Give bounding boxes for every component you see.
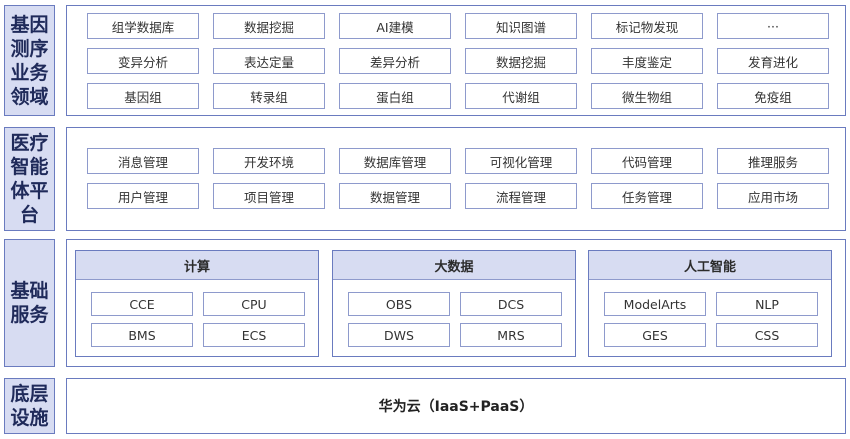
gene-item: 免疫组	[717, 83, 829, 109]
gene-item: 微生物组	[591, 83, 703, 109]
gene-item: 蛋白组	[339, 83, 451, 109]
gene-item: 表达定量	[213, 48, 325, 74]
medical-item-grid: 消息管理 开发环境 数据库管理 可视化管理 代码管理 推理服务 用户管理 项目管…	[87, 148, 829, 209]
gene-item: 发育进化	[717, 48, 829, 74]
medical-row-panel: 消息管理 开发环境 数据库管理 可视化管理 代码管理 推理服务 用户管理 项目管…	[66, 127, 846, 231]
gene-item: AI建模	[339, 13, 451, 39]
service-item: GES	[604, 323, 706, 347]
medical-item: 数据库管理	[339, 148, 451, 174]
infra-row-panel: 计算 CCE CPU BMS ECS 大数据 OBS DCS DWS MRS 人…	[66, 239, 846, 367]
base-row-label-text: 底层设施	[10, 383, 49, 429]
gene-item: 代谢组	[465, 83, 577, 109]
medical-row-label-text: 医疗智能体平台	[10, 132, 49, 226]
gene-item-grid: 组学数据库 数据挖掘 AI建模 知识图谱 标记物发现 ··· 变异分析 表达定量…	[87, 13, 829, 109]
service-item: MRS	[460, 323, 562, 347]
gene-item: 知识图谱	[465, 13, 577, 39]
service-item: DWS	[348, 323, 450, 347]
infra-row-label-text: 基础服务	[10, 280, 49, 326]
medical-item: 数据管理	[339, 183, 451, 209]
service-item: ECS	[203, 323, 305, 347]
gene-item: 丰度鉴定	[591, 48, 703, 74]
medical-item: 推理服务	[717, 148, 829, 174]
gene-item: 组学数据库	[87, 13, 199, 39]
ai-group-title: 人工智能	[589, 251, 831, 280]
medical-row-label: 医疗智能体平台	[4, 127, 55, 231]
medical-item: 可视化管理	[465, 148, 577, 174]
medical-item: 任务管理	[591, 183, 703, 209]
service-item: CSS	[716, 323, 818, 347]
medical-item: 应用市场	[717, 183, 829, 209]
medical-item: 流程管理	[465, 183, 577, 209]
gene-item: 差异分析	[339, 48, 451, 74]
gene-item: 基因组	[87, 83, 199, 109]
service-item: CCE	[91, 292, 193, 316]
service-item: DCS	[460, 292, 562, 316]
infra-row-label: 基础服务	[4, 239, 55, 367]
medical-item: 用户管理	[87, 183, 199, 209]
service-item: ModelArts	[604, 292, 706, 316]
bigdata-group-items: OBS DCS DWS MRS	[348, 292, 562, 347]
gene-item-more: ···	[717, 13, 829, 39]
compute-group: 计算 CCE CPU BMS ECS	[75, 250, 319, 357]
bigdata-group: 大数据 OBS DCS DWS MRS	[332, 250, 576, 357]
gene-item: 变异分析	[87, 48, 199, 74]
gene-item: 数据挖掘	[213, 13, 325, 39]
base-row-text: 华为云（IaaS+PaaS）	[378, 399, 534, 415]
base-row-label: 底层设施	[4, 378, 55, 434]
service-item: CPU	[203, 292, 305, 316]
service-item: OBS	[348, 292, 450, 316]
gene-item: 数据挖掘	[465, 48, 577, 74]
medical-item: 代码管理	[591, 148, 703, 174]
gene-item: 转录组	[213, 83, 325, 109]
service-item: NLP	[716, 292, 818, 316]
ai-group: 人工智能 ModelArts NLP GES CSS	[588, 250, 832, 357]
gene-item: 标记物发现	[591, 13, 703, 39]
gene-row-panel: 组学数据库 数据挖掘 AI建模 知识图谱 标记物发现 ··· 变异分析 表达定量…	[66, 5, 846, 116]
medical-item: 开发环境	[213, 148, 325, 174]
bigdata-group-title: 大数据	[333, 251, 575, 280]
gene-row-label-text: 基因测序业务领域	[10, 13, 49, 108]
compute-group-items: CCE CPU BMS ECS	[91, 292, 305, 347]
medical-item: 项目管理	[213, 183, 325, 209]
medical-item: 消息管理	[87, 148, 199, 174]
base-row-panel: 华为云（IaaS+PaaS）	[66, 378, 846, 434]
compute-group-title: 计算	[76, 251, 318, 280]
gene-row-label: 基因测序业务领域	[4, 5, 55, 116]
ai-group-items: ModelArts NLP GES CSS	[604, 292, 818, 347]
service-item: BMS	[91, 323, 193, 347]
